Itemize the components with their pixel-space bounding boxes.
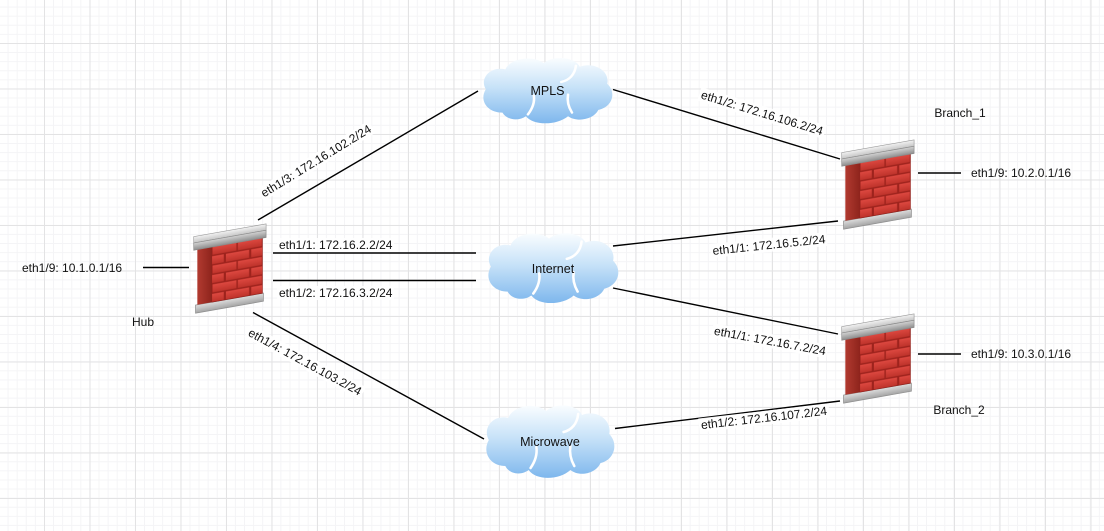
node-branch1-firewall[interactable] bbox=[839, 131, 915, 236]
node-label-hub[interactable]: Hub bbox=[131, 315, 155, 329]
node-mpls-cloud[interactable]: MPLS bbox=[479, 55, 616, 127]
interface-label-branch1[interactable]: eth1/9: 10.2.0.1/16 bbox=[971, 166, 1072, 180]
edge-label-hub-internet-1[interactable]: eth1/1: 172.16.2.2/24 bbox=[277, 238, 395, 252]
firewall-icon bbox=[193, 223, 267, 314]
edge-label-hub-internet-2[interactable]: eth1/2: 172.16.3.2/24 bbox=[277, 286, 395, 300]
cloud-icon bbox=[487, 231, 620, 305]
link-internet-branch2[interactable] bbox=[612, 287, 839, 335]
link-mpls-branch1[interactable] bbox=[612, 88, 841, 160]
link-hub-mpls[interactable] bbox=[257, 90, 479, 221]
node-microwave-cloud[interactable]: Microwave bbox=[482, 402, 618, 482]
interface-label-branch2[interactable]: eth1/9: 10.3.0.1/16 bbox=[971, 347, 1072, 361]
node-label-branch1[interactable]: Branch_1 bbox=[934, 106, 986, 120]
node-internet-cloud[interactable]: Internet bbox=[484, 230, 622, 307]
firewall-icon bbox=[841, 313, 915, 404]
firewall-icon bbox=[841, 139, 915, 230]
cloud-icon bbox=[485, 404, 616, 480]
node-branch2-firewall[interactable] bbox=[839, 305, 915, 410]
node-label-branch2[interactable]: Branch_2 bbox=[933, 403, 985, 417]
link-internet-branch1[interactable] bbox=[612, 220, 839, 247]
link-hub-microwave[interactable] bbox=[252, 311, 485, 440]
node-hub-firewall[interactable] bbox=[191, 215, 267, 320]
interface-label-hub[interactable]: eth1/9: 10.1.0.1/16 bbox=[22, 261, 123, 275]
cloud-icon bbox=[482, 56, 614, 125]
